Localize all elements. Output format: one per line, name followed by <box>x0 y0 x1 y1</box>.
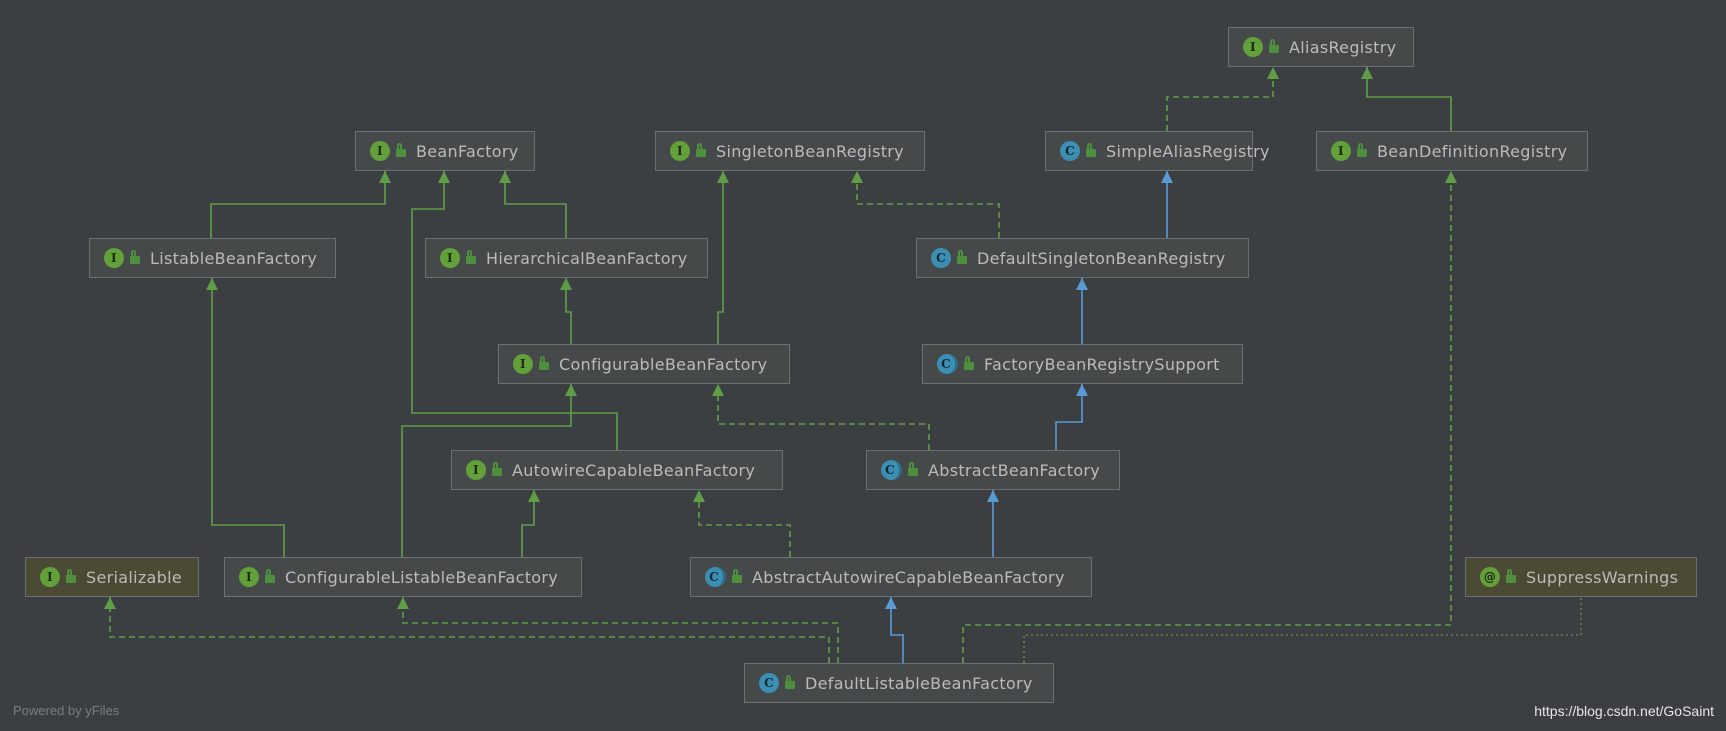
edge-simple-alias-registry-to-alias-registry <box>1166 67 1279 131</box>
edge-autowire-capable-bean-factory-to-bean-factory <box>411 171 618 450</box>
node-label: HierarchicalBeanFactory <box>486 248 688 268</box>
node-label: ConfigurableBeanFactory <box>559 354 768 374</box>
class-icon: C <box>931 248 951 268</box>
lock-open-icon <box>66 569 76 583</box>
class-icon: C <box>937 354 958 374</box>
node-singleton-bean-registry[interactable]: I SingletonBeanRegistry <box>655 131 925 171</box>
lock-open-icon <box>1506 569 1516 583</box>
interface-icon: I <box>1243 37 1263 57</box>
lock-open-icon <box>492 462 502 476</box>
node-label: SuppressWarnings <box>1526 567 1679 587</box>
node-label: BeanDefinitionRegistry <box>1377 141 1568 161</box>
lock-open-icon <box>396 143 406 157</box>
interface-icon: I <box>370 141 390 161</box>
edge-configurable-listable-bean-factory-to-configurable-bean-factory <box>401 384 577 557</box>
edge-default-listable-bean-factory-to-serializable <box>104 597 830 663</box>
class-icon: C <box>1060 141 1080 161</box>
node-label: SimpleAliasRegistry <box>1106 141 1270 161</box>
class-icon: C <box>705 567 726 587</box>
node-label: ConfigurableListableBeanFactory <box>285 567 559 587</box>
node-label: AbstractBeanFactory <box>928 460 1101 480</box>
lock-open-icon <box>957 250 967 264</box>
edge-default-listable-bean-factory-to-suppress-warnings <box>1023 597 1582 663</box>
node-label: AliasRegistry <box>1289 37 1397 57</box>
node-label: BeanFactory <box>416 141 519 161</box>
node-label: DefaultListableBeanFactory <box>805 673 1033 693</box>
lock-open-icon <box>964 356 974 370</box>
interface-icon: I <box>40 567 60 587</box>
annotation-icon: @ <box>1480 567 1500 587</box>
lock-open-icon <box>539 356 549 370</box>
lock-open-icon <box>130 250 140 264</box>
edge-default-listable-bean-factory-to-abstract-autowire-capable-bean-factory <box>885 597 904 663</box>
node-label: AbstractAutowireCapableBeanFactory <box>752 567 1065 587</box>
node-abstract-autowire-capable-bean-factory[interactable]: C AbstractAutowireCapableBeanFactory <box>690 557 1092 597</box>
interface-icon: I <box>239 567 259 587</box>
node-abstract-bean-factory[interactable]: C AbstractBeanFactory <box>866 450 1120 490</box>
powered-by-label: Powered by yFiles <box>13 703 120 718</box>
node-hierarchical-bean-factory[interactable]: I HierarchicalBeanFactory <box>425 238 708 278</box>
edge-abstract-autowire-capable-bean-factory-to-autowire-capable-bean-factory <box>693 490 791 557</box>
edge-abstract-bean-factory-to-factory-bean-registry-support <box>1055 384 1088 450</box>
node-label: ListableBeanFactory <box>150 248 318 268</box>
lock-open-icon <box>1357 143 1367 157</box>
edge-hierarchical-bean-factory-to-bean-factory <box>499 171 567 238</box>
source-credit: https://blog.csdn.net/GoSaint <box>1534 703 1714 719</box>
node-listable-bean-factory[interactable]: I ListableBeanFactory <box>89 238 336 278</box>
node-autowire-capable-bean-factory[interactable]: I AutowireCapableBeanFactory <box>451 450 783 490</box>
node-configurable-listable-bean-factory[interactable]: I ConfigurableListableBeanFactory <box>224 557 582 597</box>
interface-icon: I <box>670 141 690 161</box>
lock-open-icon <box>1269 39 1279 53</box>
interface-icon: I <box>1331 141 1351 161</box>
lock-open-icon <box>732 569 742 583</box>
edge-configurable-listable-bean-factory-to-listable-bean-factory <box>206 278 285 557</box>
node-suppress-warnings[interactable]: @ SuppressWarnings <box>1465 557 1697 597</box>
interface-icon: I <box>513 354 533 374</box>
lock-open-icon <box>265 569 275 583</box>
interface-icon: I <box>440 248 460 268</box>
node-factory-bean-registry-support[interactable]: C FactoryBeanRegistrySupport <box>922 344 1243 384</box>
node-default-singleton-bean-registry[interactable]: C DefaultSingletonBeanRegistry <box>916 238 1249 278</box>
edge-configurable-bean-factory-to-singleton-bean-registry <box>717 171 729 344</box>
node-bean-definition-registry[interactable]: I BeanDefinitionRegistry <box>1316 131 1588 171</box>
lock-open-icon <box>696 143 706 157</box>
node-label: FactoryBeanRegistrySupport <box>984 354 1220 374</box>
node-label: AutowireCapableBeanFactory <box>512 460 756 480</box>
edge-bean-definition-registry-to-alias-registry <box>1361 67 1452 131</box>
class-icon: C <box>759 673 779 693</box>
node-serializable[interactable]: I Serializable <box>25 557 199 597</box>
edge-default-singleton-bean-registry-to-singleton-bean-registry <box>851 171 1000 238</box>
node-alias-registry[interactable]: I AliasRegistry <box>1228 27 1414 67</box>
lock-open-icon <box>908 462 918 476</box>
lock-open-icon <box>466 250 476 264</box>
edge-abstract-bean-factory-to-configurable-bean-factory <box>712 384 930 450</box>
node-label: DefaultSingletonBeanRegistry <box>977 248 1226 268</box>
node-configurable-bean-factory[interactable]: I ConfigurableBeanFactory <box>498 344 790 384</box>
node-simple-alias-registry[interactable]: C SimpleAliasRegistry <box>1045 131 1270 171</box>
edge-configurable-bean-factory-to-hierarchical-bean-factory <box>560 278 572 344</box>
edge-default-listable-bean-factory-to-bean-definition-registry <box>962 171 1457 663</box>
interface-icon: I <box>104 248 124 268</box>
node-label: SingletonBeanRegistry <box>716 141 904 161</box>
interface-icon: I <box>466 460 486 480</box>
edge-default-listable-bean-factory-to-configurable-listable-bean-factory <box>397 597 839 663</box>
node-default-listable-bean-factory[interactable]: C DefaultListableBeanFactory <box>744 663 1054 703</box>
node-bean-factory[interactable]: I BeanFactory <box>355 131 535 171</box>
lock-open-icon <box>785 675 795 689</box>
class-icon: C <box>881 460 902 480</box>
edge-configurable-listable-bean-factory-to-autowire-capable-bean-factory <box>521 490 540 557</box>
edge-listable-bean-factory-to-bean-factory <box>210 171 391 238</box>
node-label: Serializable <box>86 567 182 587</box>
lock-open-icon <box>1086 143 1096 157</box>
